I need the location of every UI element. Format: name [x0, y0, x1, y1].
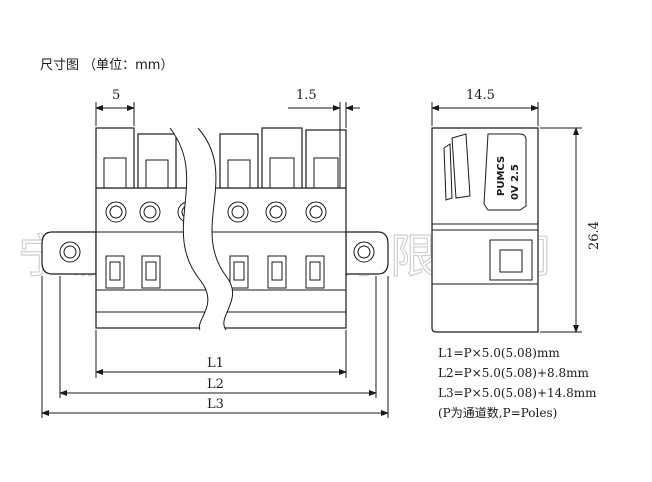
mounting-flange-left	[41, 231, 97, 275]
mounting-flange-right	[345, 231, 389, 275]
dim-l1-label: L1	[207, 356, 224, 371]
dim-pitch: 5	[95, 88, 135, 126]
formula-l1: L1=P×5.0(5.08)mm	[438, 346, 560, 360]
side-socket	[489, 239, 533, 281]
dim-l2: L2	[59, 276, 377, 398]
wire-entries	[105, 255, 325, 289]
formula-l3: L3=P×5.0(5.08)+14.8mm	[438, 386, 597, 400]
break-gap	[170, 128, 233, 330]
latch-row	[95, 118, 347, 189]
side-view: PUMCS 0V 2.5 14.5 26.4	[431, 88, 602, 333]
side-label-line1: PUMCS	[496, 156, 507, 196]
dim-l1: L1	[95, 330, 347, 378]
dim-l3-label: L3	[207, 397, 224, 412]
dim-depth-label: 14.5	[466, 88, 495, 103]
drawing-title: 尺寸图 （单位：mm）	[40, 58, 173, 73]
dim-height-label: 26.4	[587, 221, 602, 250]
side-lever	[451, 133, 471, 199]
dim-edge-label: 1.5	[296, 88, 317, 103]
dim-l3: L3	[41, 276, 389, 418]
break-line-left	[169, 127, 209, 331]
formula-block: L1=P×5.0(5.08)mm L2=P×5.0(5.08)+8.8mm L3…	[438, 346, 597, 420]
side-label-line2: 0V 2.5	[510, 164, 521, 200]
break-line-right	[197, 127, 234, 331]
side-label-plate	[483, 133, 527, 211]
dim-pitch-label: 5	[112, 88, 120, 103]
front-view: 5 1.5 L1 L2 L3	[41, 88, 389, 418]
dim-edge: 1.5	[288, 88, 360, 128]
dim-l2-label: L2	[207, 377, 224, 392]
formula-note: (P为通道数,P=Poles)	[438, 405, 557, 420]
formula-l2: L2=P×5.0(5.08)+8.8mm	[438, 366, 589, 380]
